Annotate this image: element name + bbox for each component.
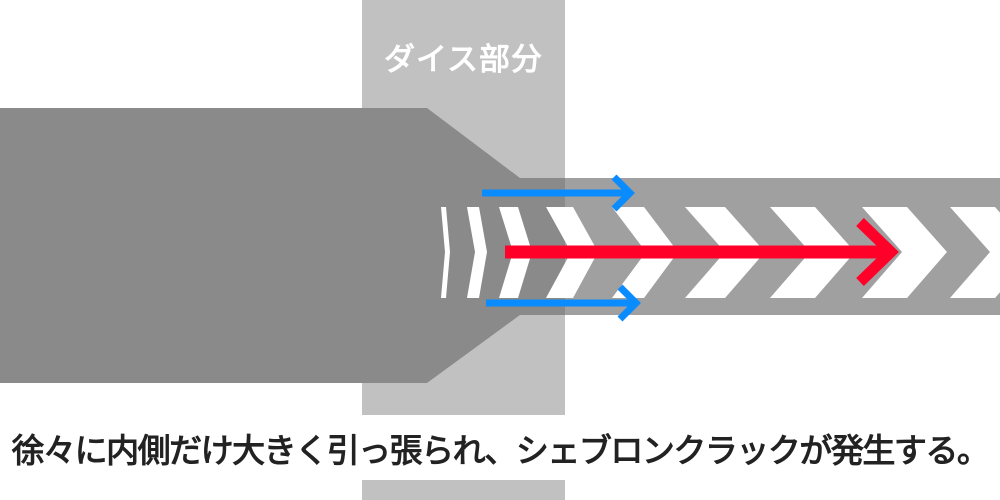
caption: 徐々に内側だけ大きく引っ張られ、シェブロンクラックが発生する。 <box>11 431 990 470</box>
caption-band <box>0 415 1000 480</box>
die-label: ダイス部分 <box>383 42 544 78</box>
surface-arrow-bottom <box>486 284 641 322</box>
chevron-mark <box>862 207 947 298</box>
center-arrow <box>505 218 899 286</box>
surface-arrow-top <box>482 174 635 212</box>
chevron-mark <box>950 207 1000 298</box>
chevron-mark <box>467 207 487 298</box>
billet <box>0 108 565 383</box>
chevron-mark <box>441 207 450 298</box>
